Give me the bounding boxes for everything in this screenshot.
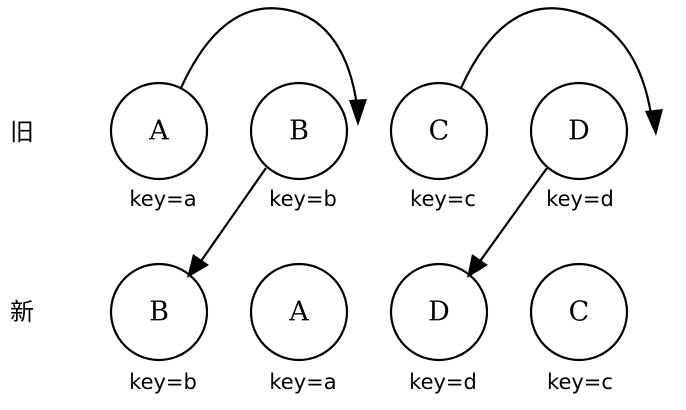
new-node-c: C key=c xyxy=(529,262,629,394)
match-arrow-b xyxy=(187,167,267,278)
move-arrow-c-head xyxy=(645,109,663,136)
old-node-b-letter: B xyxy=(289,116,309,147)
new-node-a-circle xyxy=(249,262,349,362)
old-node-c: C key=c xyxy=(389,81,489,211)
new-node-c-key: key=c xyxy=(547,370,613,394)
old-node-c-key: key=c xyxy=(410,187,476,211)
old-node-b-key: key=b xyxy=(269,187,337,211)
move-arrow-a-line xyxy=(179,7,359,107)
move-arrow-a-head xyxy=(349,99,367,126)
new-node-d: D key=d xyxy=(389,262,489,394)
new-node-a: A key=a xyxy=(249,262,349,394)
new-node-c-letter: C xyxy=(569,297,590,328)
new-node-b-circle xyxy=(109,262,209,362)
new-node-b: B key=b xyxy=(109,262,209,394)
old-node-d: D key=d xyxy=(529,81,629,211)
old-node-c-circle xyxy=(389,81,489,181)
old-node-d-key: key=d xyxy=(546,187,614,211)
old-node-d-letter: D xyxy=(568,116,590,147)
new-node-c-circle xyxy=(529,262,629,362)
new-node-b-letter: B xyxy=(149,297,169,328)
row-label-old: 旧 xyxy=(10,118,34,146)
new-node-d-key: key=d xyxy=(409,370,477,394)
new-node-a-key: key=a xyxy=(269,370,336,394)
old-node-a-circle xyxy=(109,81,209,181)
new-node-d-circle xyxy=(389,262,489,362)
match-arrow-b-line xyxy=(198,167,267,265)
move-arrow-c-line xyxy=(459,7,653,115)
old-node-d-circle xyxy=(529,81,629,181)
match-arrow-d-line xyxy=(477,167,548,265)
old-node-b: B key=b xyxy=(249,81,349,211)
new-node-a-letter: A xyxy=(288,297,309,328)
old-node-a-key: key=a xyxy=(129,187,196,211)
row-label-new: 新 xyxy=(10,298,34,326)
match-arrow-b-head xyxy=(187,254,209,278)
new-node-d-letter: D xyxy=(428,297,450,328)
match-arrow-d xyxy=(467,167,548,278)
old-node-b-circle xyxy=(249,81,349,181)
old-node-a-letter: A xyxy=(148,116,169,147)
move-arrow-a xyxy=(179,7,367,126)
move-arrow-c xyxy=(459,7,663,136)
old-node-a: A key=a xyxy=(109,81,209,211)
old-node-c-letter: C xyxy=(429,116,450,147)
match-arrow-d-head xyxy=(467,254,488,278)
new-node-b-key: key=b xyxy=(129,370,197,394)
